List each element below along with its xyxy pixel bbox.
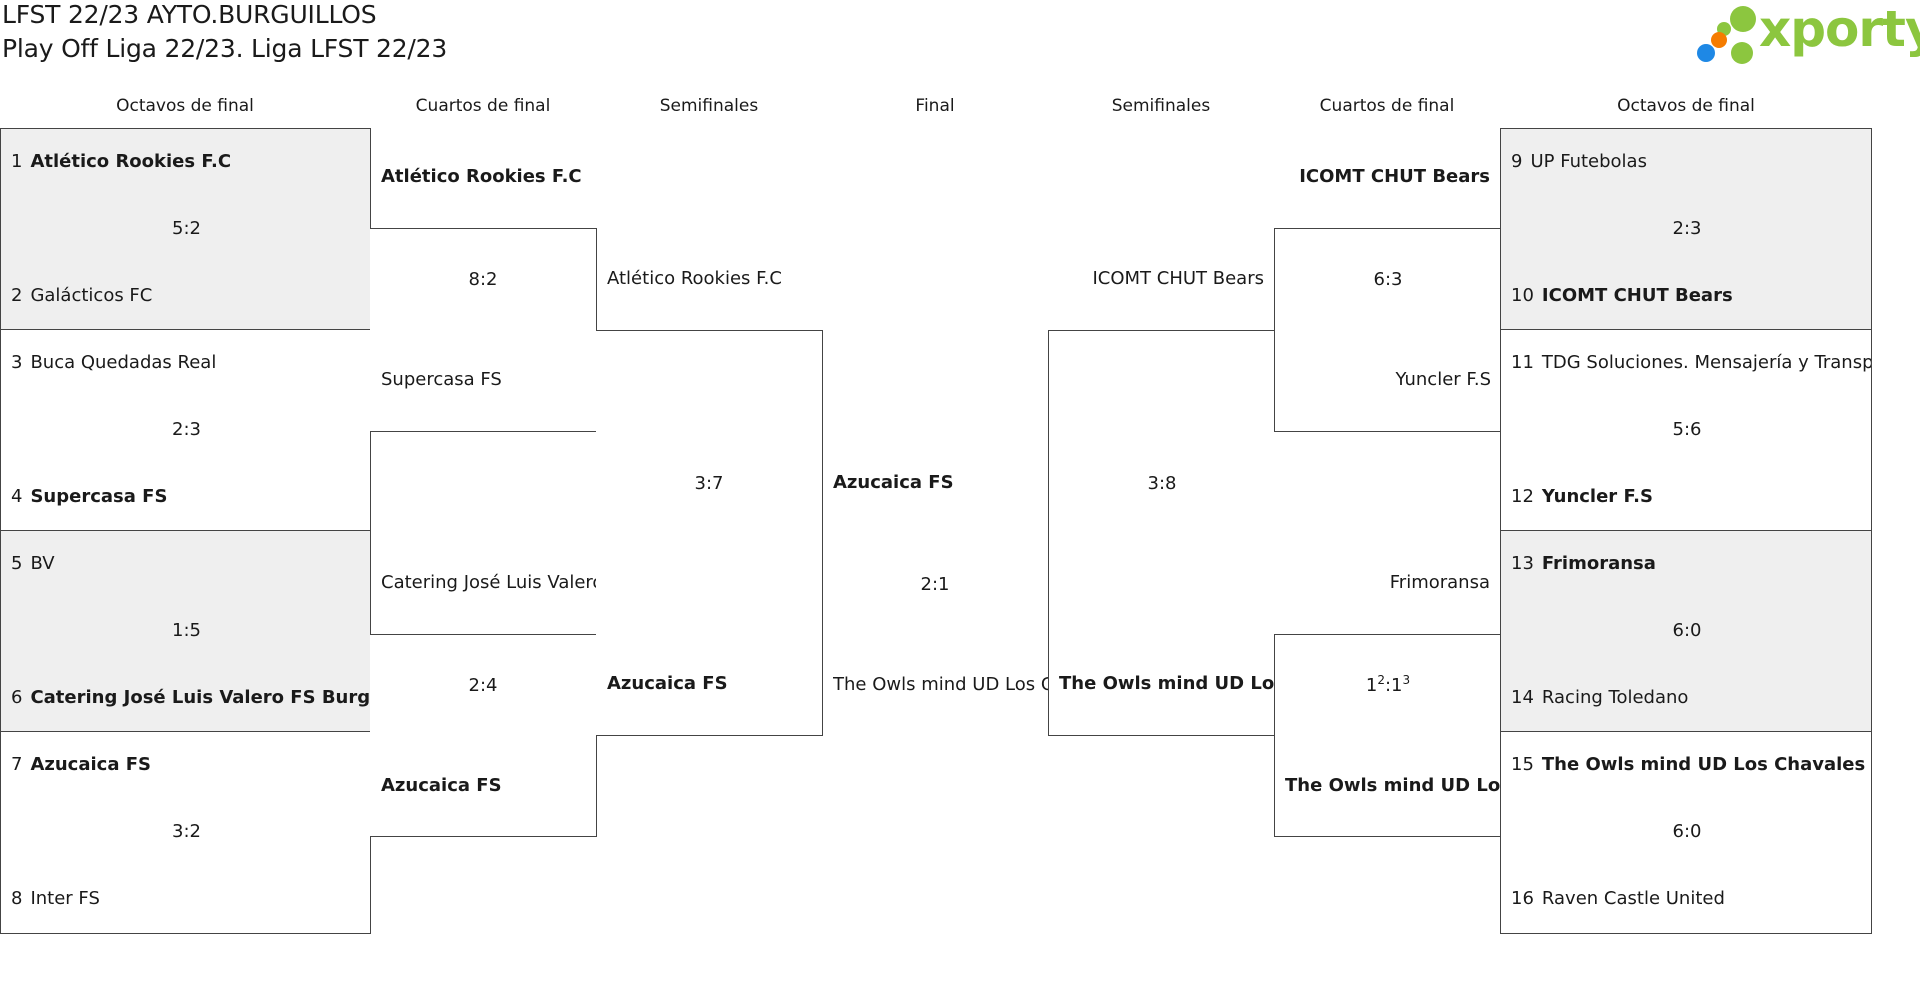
match-score: 12:13: [1365, 673, 1411, 696]
match-score: 6:3: [1373, 269, 1403, 290]
match-score: 3:7: [694, 473, 724, 494]
match-qf-right-1[interactable]: 6:3 Yuncler F.S: [1274, 228, 1501, 432]
qf-left-1-team1: Atlético Rookies F.C: [381, 166, 582, 187]
team-slot: Azucaica FS: [381, 775, 502, 796]
match-score: 3:8: [1147, 473, 1177, 494]
match-score: 2:4: [468, 675, 498, 696]
tournament-subtitle: Play Off Liga 22/23. Liga LFST 22/23: [2, 34, 448, 63]
team-slot: The Owls mind UD Los Chavales: [1285, 775, 1501, 796]
logo-dot-green-large: [1730, 6, 1756, 32]
final-team1: Azucaica FS: [833, 472, 954, 493]
final-team2: The Owls mind UD Los Chavales: [833, 674, 1048, 695]
match-score: 2:3: [1672, 218, 1702, 239]
team-slot: Yuncler F.S: [1395, 369, 1491, 390]
match-score: 8:2: [468, 269, 498, 290]
xporty-logo[interactable]: xporty: [1695, 0, 1920, 70]
logo-dot-orange: [1711, 32, 1727, 48]
round-header-sf-left: Semifinales: [659, 96, 759, 116]
match-score: 3:2: [172, 821, 201, 842]
team-slot: Supercasa FS: [381, 369, 502, 390]
qf-right-2-team1: Frimoransa: [1389, 572, 1490, 593]
match-score: 6:0: [1672, 821, 1702, 842]
match-qf-left-2[interactable]: 2:4 Azucaica FS: [370, 634, 597, 837]
logo-dot-blue: [1697, 44, 1715, 62]
round-header-sf-right: Semifinales: [1111, 96, 1211, 116]
match-score: 5:6: [1672, 419, 1702, 440]
sf-left-team1: Atlético Rookies F.C: [607, 268, 782, 289]
final-score: 2:1: [920, 574, 950, 595]
match-score: 5:2: [172, 218, 201, 239]
match-sf-left[interactable]: 3:7 Azucaica FS: [596, 330, 823, 736]
round-header-r16-right: Octavos de final: [1617, 96, 1755, 116]
match-score: 6:0: [1672, 620, 1702, 641]
qf-right-1-team1: ICOMT CHUT Bears: [1299, 166, 1490, 187]
match-score: 2:3: [172, 419, 201, 440]
match-qf-left-1[interactable]: 8:2 Supercasa FS: [370, 228, 597, 432]
match-score: 1:5: [172, 620, 201, 641]
team-slot: The Owls mind UD Los Chavales: [1059, 673, 1275, 694]
match-qf-right-2[interactable]: 12:13 The Owls mind UD Los Chavales: [1274, 634, 1501, 837]
sf-right-team1: ICOMT CHUT Bears: [1092, 268, 1264, 289]
round-header-qf-left: Cuartos de final: [415, 96, 551, 116]
round-header-qf-right: Cuartos de final: [1319, 96, 1455, 116]
logo-dot-green-bottom: [1731, 42, 1753, 64]
round-header-final: Final: [915, 96, 955, 116]
logo-wordmark: xporty: [1759, 0, 1920, 58]
match-sf-right[interactable]: 3:8 The Owls mind UD Los Chavales: [1048, 330, 1275, 736]
tournament-title: LFST 22/23 AYTO.BURGUILLOS: [2, 0, 377, 29]
round-header-r16-left: Octavos de final: [116, 96, 254, 116]
qf-left-2-team1: Catering José Luis Valero FS Burguillos: [381, 572, 596, 593]
team-slot: Azucaica FS: [607, 673, 728, 694]
